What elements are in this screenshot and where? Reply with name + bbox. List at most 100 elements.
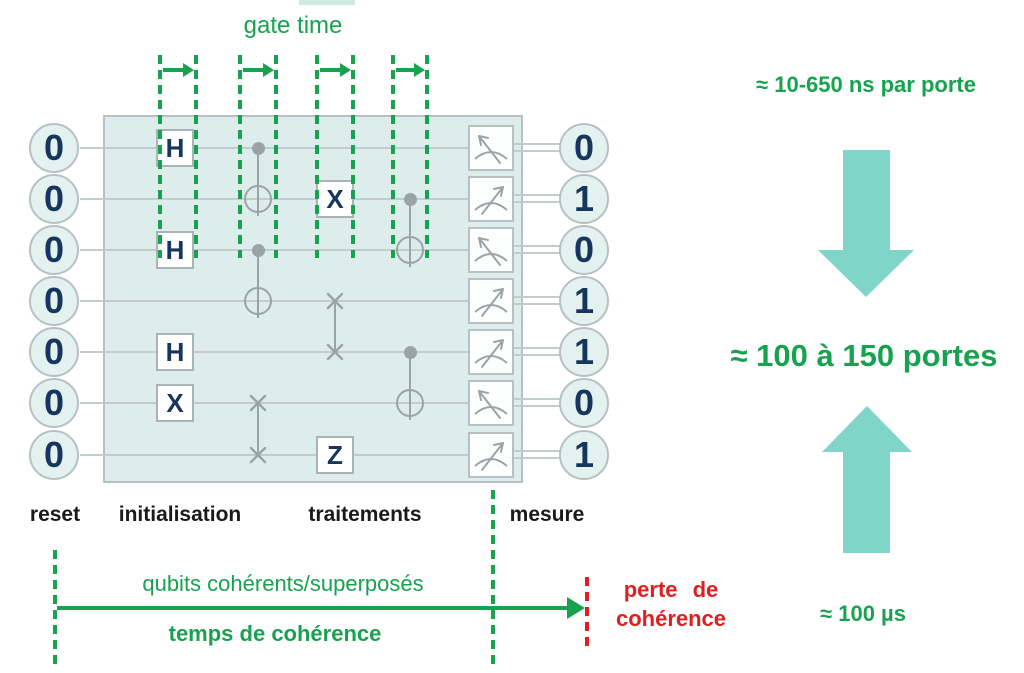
classical-wire	[514, 245, 560, 247]
cnot-connector	[257, 148, 259, 199]
timeline-dash-decoherence	[585, 577, 589, 647]
phase-mesure-label: mesure	[509, 503, 585, 526]
gate-time-arrowhead-icon	[340, 63, 351, 77]
measurement-gauge-icon	[474, 186, 508, 215]
control-dot	[404, 346, 417, 359]
gate-box-X: X	[156, 384, 194, 422]
output-qubit: 1	[559, 276, 609, 326]
cnot-connector	[257, 403, 259, 455]
gate-time-arrow	[320, 68, 341, 72]
timeline-dash-mesure	[491, 490, 495, 670]
measurement-gauge-icon	[474, 288, 508, 317]
gate-time-arrow	[243, 68, 264, 72]
classical-wire	[514, 450, 560, 452]
gate-box-Z: Z	[316, 436, 354, 474]
gate-time-dash-line	[238, 55, 242, 258]
gate-box-X: X	[316, 180, 354, 218]
cnot-target-icon	[396, 236, 424, 264]
control-dot	[252, 244, 265, 257]
coherent-qubits-label: qubits cohérents/superposés	[142, 571, 424, 596]
gate-letter: Z	[327, 439, 343, 470]
classical-wire	[514, 150, 560, 152]
classical-wire	[514, 347, 560, 349]
input-qubit-value: 0	[43, 280, 65, 321]
output-qubit-value: 0	[573, 382, 595, 423]
swap-icon	[249, 446, 267, 464]
decoherence-label-line1: perte de	[623, 577, 719, 602]
gate-time-arrowhead-icon	[414, 63, 425, 77]
measurement-box	[468, 227, 514, 273]
cnot-connector	[257, 250, 259, 301]
gate-letter: H	[165, 132, 185, 163]
measurement-box	[468, 278, 514, 324]
gate-time-dash-line	[315, 55, 319, 258]
output-qubit-value: 0	[573, 127, 595, 168]
cnot-target-icon	[244, 287, 272, 315]
input-qubit: 0	[29, 327, 79, 377]
gate-letter: X	[166, 387, 184, 418]
measurement-gauge-icon	[474, 339, 508, 368]
measurement-gauge-icon	[474, 135, 508, 164]
cnot-connector	[409, 352, 411, 403]
input-qubit-value: 0	[43, 229, 65, 270]
gate-letter: H	[165, 234, 185, 265]
down-arrow-icon	[843, 150, 890, 251]
gate-time-dash-line	[425, 55, 429, 258]
measurement-box	[468, 432, 514, 478]
phase-reset-label: reset	[29, 503, 81, 526]
gate-letter: H	[165, 336, 185, 367]
classical-wire	[514, 296, 560, 298]
classical-wire	[514, 398, 560, 400]
input-qubit-value: 0	[43, 331, 65, 372]
decoherence-label-line2: cohérence	[615, 606, 727, 631]
phase-initialisation-label: initialisation	[118, 503, 242, 526]
input-qubit: 0	[29, 225, 79, 275]
measurement-gauge-icon	[474, 442, 508, 471]
classical-wire	[514, 405, 560, 407]
phase-traitements-label: traitements	[308, 503, 422, 526]
classical-wire	[514, 303, 560, 305]
input-qubit: 0	[29, 378, 79, 428]
cnot-connector	[334, 301, 336, 352]
control-dot	[404, 193, 417, 206]
swap-icon	[326, 343, 344, 361]
up-arrowhead-icon	[822, 406, 912, 452]
input-qubit-value: 0	[43, 178, 65, 219]
qubit-wire	[80, 351, 468, 353]
classical-wire	[514, 194, 560, 196]
swap-icon	[249, 394, 267, 412]
gate-box-H: H	[156, 129, 194, 167]
gate-time-arrowhead-icon	[263, 63, 274, 77]
output-qubit: 1	[559, 174, 609, 224]
gate-duration-label: ≈ 10-650 ns par porte	[756, 72, 976, 97]
gate-box-H: H	[156, 231, 194, 269]
cnot-target-icon	[396, 389, 424, 417]
gate-time-arrow	[163, 68, 184, 72]
classical-wire	[514, 201, 560, 203]
down-arrowhead-icon	[818, 250, 914, 297]
gate-time-dash-line	[351, 55, 355, 258]
output-qubit: 1	[559, 430, 609, 480]
gate-box-H: H	[156, 333, 194, 371]
qubit-wire	[80, 300, 468, 302]
input-qubit-value: 0	[43, 127, 65, 168]
gate-time-arrow	[396, 68, 415, 72]
coherence-time-label: temps de cohérence	[168, 621, 382, 646]
output-qubit-value: 0	[573, 229, 595, 270]
input-qubit-value: 0	[43, 434, 65, 475]
qubit-wire	[80, 454, 468, 456]
output-qubit-value: 1	[573, 280, 595, 321]
input-qubit-value: 0	[43, 382, 65, 423]
classical-wire	[514, 252, 560, 254]
cnot-connector	[409, 199, 411, 250]
input-qubit: 0	[29, 430, 79, 480]
cnot-target-icon	[244, 185, 272, 213]
classical-wire	[514, 457, 560, 459]
gate-time-arrowhead-icon	[183, 63, 194, 77]
measurement-box	[468, 125, 514, 171]
output-qubit-value: 1	[573, 178, 595, 219]
coherence-arrowhead-icon	[567, 597, 585, 619]
output-qubit: 0	[559, 378, 609, 428]
measurement-gauge-icon	[474, 237, 508, 266]
